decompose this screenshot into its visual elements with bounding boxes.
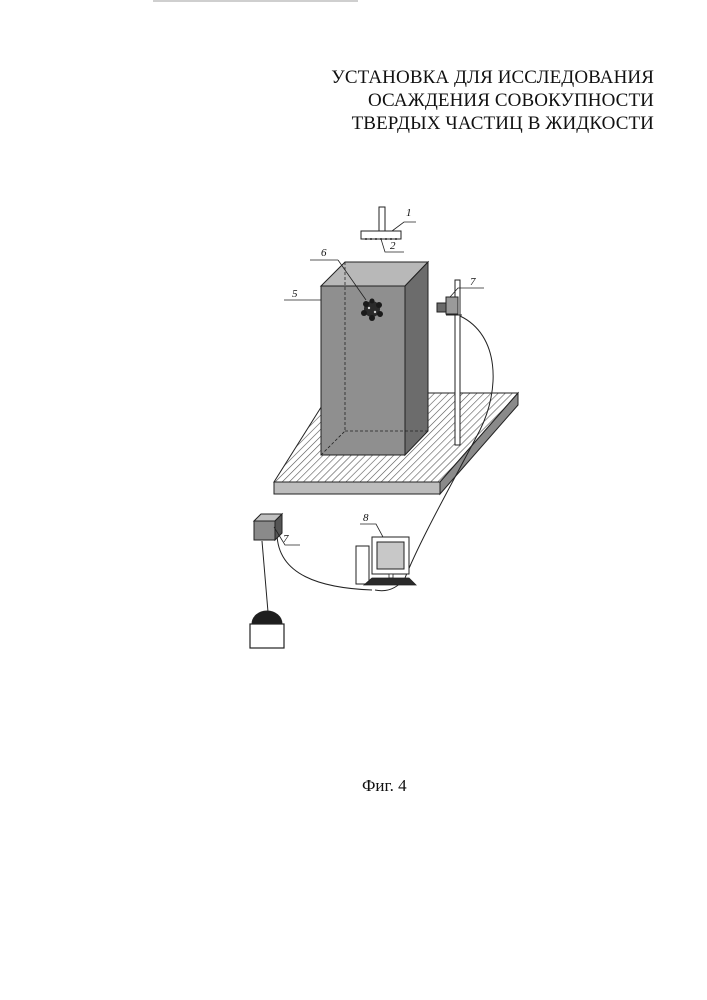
label-2: 2 <box>390 240 396 252</box>
label-7-lower: 7 <box>283 533 289 545</box>
label-7-upper: 7 <box>470 276 476 288</box>
label-1: 1 <box>406 207 412 219</box>
label-6: 6 <box>321 247 327 259</box>
label-8: 8 <box>363 512 369 524</box>
label-5: 5 <box>292 288 298 300</box>
particle-dispenser <box>361 207 401 240</box>
computer <box>356 537 416 585</box>
label-t: T <box>263 628 269 639</box>
figure-caption: Фиг. 4 <box>362 776 407 796</box>
lower-camera <box>254 514 282 540</box>
liquid-tank <box>321 262 428 455</box>
